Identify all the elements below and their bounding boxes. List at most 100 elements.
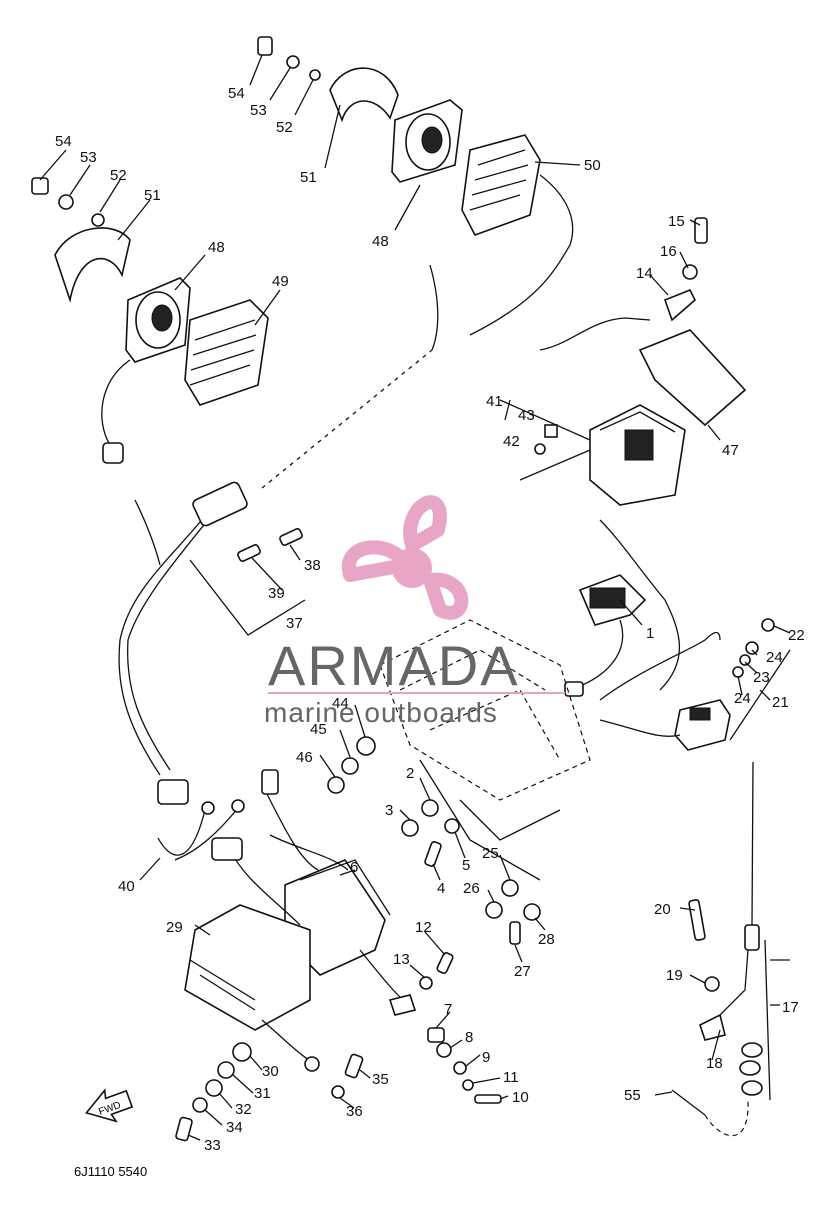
control-box-41 [589, 404, 686, 506]
fasteners-25-28 [485, 879, 541, 945]
leader-lines [39, 54, 791, 1141]
callout-13: 13 [393, 951, 410, 968]
callout-41: 41 [486, 393, 503, 410]
dash-panel [379, 619, 591, 881]
callout-47: 47 [722, 442, 739, 459]
callout-11: 11 [503, 1069, 519, 1086]
fasteners-44-46 [327, 736, 376, 794]
callout-32: 32 [235, 1101, 252, 1118]
callout-31: 31 [254, 1085, 271, 1102]
relay-14 [663, 288, 696, 322]
speaker-cover-right [329, 67, 399, 123]
harness-loom [118, 509, 211, 776]
watermark-brand: ARMADA [268, 634, 520, 697]
callout-48a: 48 [372, 233, 389, 250]
callout-10: 10 [512, 1089, 529, 1106]
fasteners-7-13 [419, 952, 502, 1104]
pin-39 [237, 544, 261, 562]
callout-50: 50 [584, 157, 601, 174]
callout-34: 34 [226, 1119, 243, 1136]
relay-wire [539, 317, 651, 351]
fasteners-30-36 [175, 1042, 364, 1142]
callout-52b: 52 [110, 167, 127, 184]
callout-17: 17 [782, 999, 799, 1016]
forward-arrow-icon [85, 1088, 134, 1123]
cover-47 [638, 329, 747, 427]
callout-53b: 53 [80, 149, 97, 166]
callout-6: 6 [350, 859, 358, 876]
drawing-code: 6J1110 5540 [74, 1164, 147, 1179]
callout-2: 2 [406, 765, 414, 782]
antenna [699, 761, 760, 1041]
fasteners-2-5 [401, 799, 460, 867]
callout-36: 36 [346, 1103, 363, 1120]
small-parts-22-24 [732, 618, 775, 678]
callout-40: 40 [118, 878, 135, 895]
harness-plug [157, 779, 189, 805]
plug-6 [261, 769, 279, 795]
bolt-15 [694, 217, 708, 244]
callout-1: 1 [646, 625, 654, 642]
callout-labels: 54 53 52 51 48 50 54 53 52 51 48 49 15 1… [55, 85, 805, 1154]
callout-8: 8 [465, 1029, 473, 1046]
callout-39: 39 [268, 585, 285, 602]
callout-16: 16 [660, 243, 677, 260]
callout-37: 37 [286, 615, 303, 632]
callout-45: 45 [310, 721, 327, 738]
washer-16 [682, 264, 698, 280]
callout-24a: 24 [766, 649, 783, 666]
callout-25: 25 [482, 845, 499, 862]
callout-38: 38 [304, 557, 321, 574]
callout-21: 21 [772, 694, 789, 711]
callout-52a: 52 [276, 119, 293, 136]
callout-14: 14 [636, 265, 653, 282]
speaker-right [391, 99, 463, 183]
washer-19 [704, 976, 720, 992]
callout-22: 22 [788, 627, 805, 644]
cable-55 [671, 1089, 706, 1116]
meter-plug [564, 681, 584, 697]
speaker-left-lead [101, 359, 131, 446]
callout-12: 12 [415, 919, 432, 936]
rings-17 [739, 1042, 763, 1096]
watermark-tagline: marine outboards [264, 697, 498, 728]
switch-21 [674, 699, 731, 751]
callout-24b: 24 [734, 690, 751, 707]
speaker-left [125, 277, 191, 363]
callout-19: 19 [666, 967, 683, 984]
callout-55: 55 [624, 1087, 641, 1104]
armada-logo [341, 495, 469, 620]
callout-28: 28 [538, 931, 555, 948]
amplifier-left [184, 299, 269, 406]
callout-46: 46 [296, 749, 313, 766]
callout-5: 5 [462, 857, 470, 874]
ring-42 [534, 443, 546, 455]
callout-49: 49 [272, 273, 289, 290]
callout-4: 4 [437, 880, 445, 897]
callout-9: 9 [482, 1049, 490, 1066]
rectifier-29 [184, 904, 311, 1031]
callout-51a: 51 [300, 169, 317, 186]
callout-51b: 51 [144, 187, 161, 204]
amplifier-right [461, 134, 541, 236]
harness-junction [192, 481, 248, 527]
callout-35: 35 [372, 1071, 389, 1088]
callout-29: 29 [166, 919, 183, 936]
callout-44: 44 [332, 695, 349, 712]
callout-15: 15 [668, 213, 685, 230]
callout-20: 20 [654, 901, 671, 918]
callout-3: 3 [385, 802, 393, 819]
small-parts-top-right [257, 36, 321, 81]
callout-43: 43 [518, 407, 535, 424]
callout-33: 33 [204, 1137, 221, 1154]
main-harness [429, 174, 574, 351]
small-parts-top-left [31, 177, 105, 227]
callout-7: 7 [444, 1001, 452, 1018]
pin-38 [279, 528, 303, 546]
cable-40 [157, 807, 239, 861]
meter-1 [578, 574, 647, 626]
callout-30: 30 [262, 1063, 279, 1080]
callout-23: 23 [753, 669, 770, 686]
callout-18: 18 [706, 1055, 723, 1072]
